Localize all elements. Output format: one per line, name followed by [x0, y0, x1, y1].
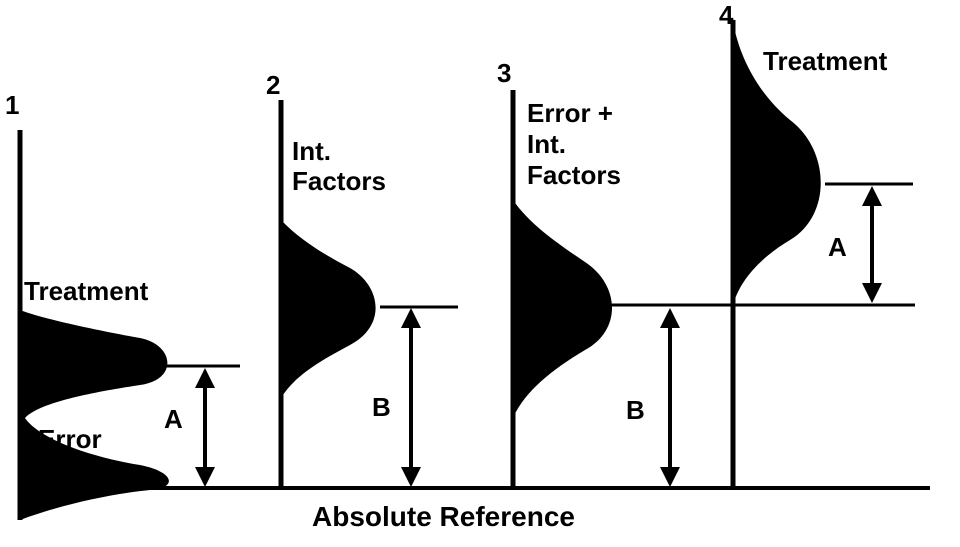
- panel-2: 2 Int. Factors B: [266, 70, 458, 490]
- absolute-reference-label: Absolute Reference: [312, 501, 575, 532]
- panel-3-distribution: [513, 200, 613, 418]
- panel-3-label-line-1: Error +: [527, 98, 613, 128]
- panel-3-arrow-label: B: [626, 395, 645, 425]
- panel-2-arrow-label: B: [372, 392, 391, 422]
- panel-2-label-line-2: Factors: [292, 166, 386, 196]
- panel-4: 4 Treatment A: [719, 0, 913, 490]
- panel-2-number: 2: [266, 70, 280, 100]
- panel-2-distribution: [281, 220, 376, 398]
- panel-4-label-treatment: Treatment: [763, 46, 888, 76]
- panel-3-label-line-2: Int.: [527, 129, 566, 159]
- panel-1-label-treatment: Treatment: [24, 276, 149, 306]
- panel-3-label-line-3: Factors: [527, 160, 621, 190]
- panel-3: 3 Error + Int. Factors B: [497, 58, 915, 490]
- panel-1: 1 Treatment Error A: [5, 90, 240, 520]
- panel-1-label-error: Error: [38, 424, 102, 454]
- panel-1-distributions: [20, 310, 169, 520]
- panel-2-label-line-1: Int.: [292, 136, 331, 166]
- panel-4-distribution: [733, 22, 821, 305]
- panel-4-arrow-label: A: [828, 232, 847, 262]
- panel-4-number: 4: [719, 0, 734, 30]
- panel-3-number: 3: [497, 58, 511, 88]
- panel-1-arrow-label: A: [164, 404, 183, 434]
- panel-1-number: 1: [5, 90, 19, 120]
